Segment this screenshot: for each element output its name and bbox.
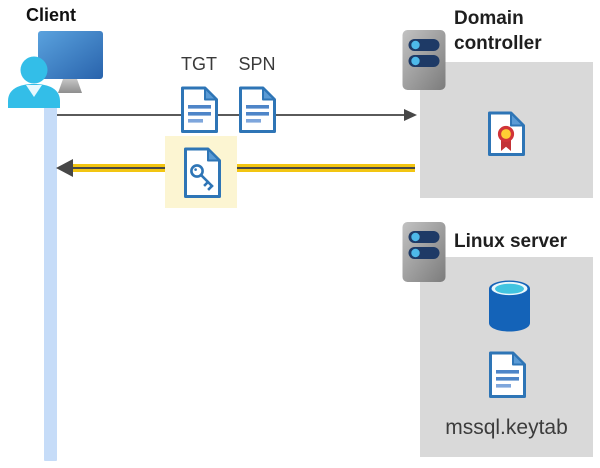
tgt-label: TGT [181, 54, 217, 74]
response-arrowhead-icon [56, 159, 73, 177]
key-ticket-document-icon [183, 147, 222, 199]
certificate-icon [487, 111, 526, 157]
keytab-filename-label: mssql.keytab [445, 416, 568, 439]
linux-server-icon [401, 221, 447, 283]
response-arrow-core-line [68, 167, 415, 169]
request-arrowhead-icon [404, 109, 417, 121]
keytab-document-icon [488, 351, 527, 399]
linux-server-label: Linux server [454, 231, 567, 252]
domain-controller-label: Domain controller [454, 8, 542, 54]
client-user-monitor-icon [6, 27, 106, 112]
spn-label: SPN [238, 54, 276, 74]
tgt-document-icon [180, 86, 219, 134]
client-label: Client [26, 5, 77, 25]
domain-controller-server-icon [401, 29, 447, 91]
sql-database-icon [487, 280, 532, 332]
client-lifeline [44, 96, 57, 461]
request-arrow-shaft [57, 114, 407, 116]
spn-document-icon [238, 86, 277, 134]
